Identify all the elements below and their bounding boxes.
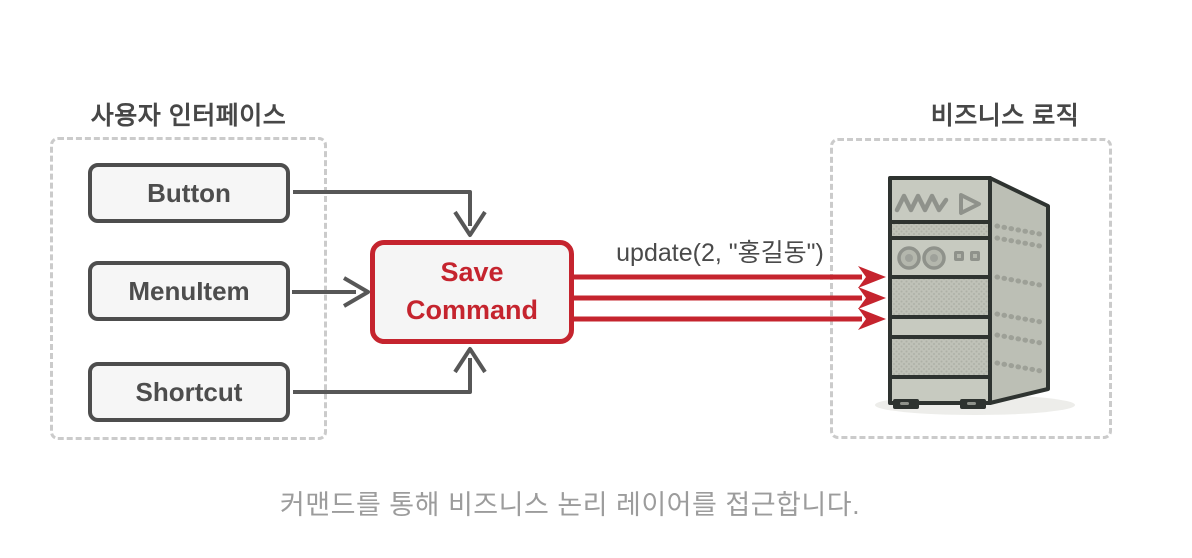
server-knobs-icon (897, 246, 980, 270)
server-feet (893, 399, 986, 409)
node-shortcut-label: Shortcut (135, 376, 243, 407)
method-call-label: update(2, "홍길동") (616, 239, 824, 267)
node-menuitem: MenuItem (88, 261, 290, 321)
node-menuitem-label: MenuItem (128, 275, 250, 306)
node-button-label: Button (147, 177, 231, 208)
gray-arrows (292, 190, 487, 394)
red-arrows (573, 266, 886, 330)
node-shortcut: Shortcut (88, 362, 290, 422)
node-save-command: Save Command (370, 240, 574, 344)
arrow-down-head-icon (453, 210, 487, 237)
server-bay-upper (892, 279, 988, 315)
ui-group-title: 사용자 인터페이스 (90, 102, 287, 130)
server-bay-slot (892, 224, 988, 236)
server-vents-icon (994, 223, 1044, 374)
server-play-icon (959, 193, 981, 215)
logic-group-container (830, 138, 1112, 439)
arrow-right-head-icon (342, 276, 370, 308)
server-bay-lower (892, 339, 988, 375)
save-command-line1: Save (440, 257, 504, 288)
server-bay-dividers (890, 220, 990, 379)
logic-group-title: 비즈니스 로직 (930, 102, 1080, 130)
arrow-shortcut-to-command (293, 358, 472, 394)
diagram-caption: 커맨드를 통해 비즈니스 논리 레이어를 접근합니다. (279, 490, 861, 520)
red-arrow-lines (573, 274, 862, 322)
node-button: Button (88, 163, 290, 223)
arrow-up-head-icon (453, 347, 487, 374)
red-arrow-heads-icon (858, 266, 886, 330)
save-command-line2: Command (405, 295, 538, 325)
ui-group-container (50, 137, 327, 440)
arrow-button-to-command (293, 190, 472, 226)
server-zigzag-icon (894, 193, 949, 213)
